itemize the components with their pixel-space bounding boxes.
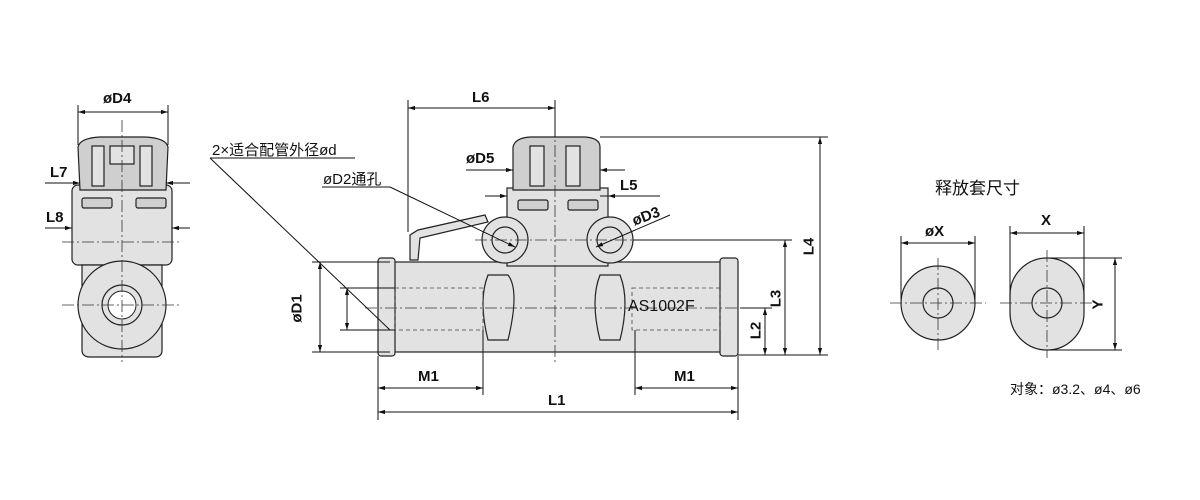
front-view [209,100,828,420]
l1-label: L1 [548,392,566,409]
m1-right-label: M1 [674,368,695,385]
y-label: Y [1089,299,1107,310]
m1-left-label: M1 [418,368,439,385]
l4-label: L4 [800,237,818,256]
side-view [45,105,190,362]
l7-label: L7 [50,164,68,181]
l8-label: L8 [46,209,64,226]
applicable-sizes-note: 对象：ø3.2、ø4、ø6 [1010,381,1141,397]
x-label: X [1041,212,1052,229]
d4-label: øD4 [103,90,132,107]
l2-label: L2 [747,321,765,340]
d1-label: øD1 [288,294,306,323]
model-marking: AS1002F [628,298,695,315]
release-sleeve-title: 释放套尺寸 [935,179,1020,198]
release-sleeve-views [890,226,1122,358]
d2-label: øD2通孔 [323,171,382,188]
d5-label: øD5 [466,150,495,167]
l3-label: L3 [767,289,785,308]
ox-label: øX [925,223,945,240]
tube-od-label: 2×适合配管外径ød [212,142,337,159]
l5-label: L5 [620,177,638,194]
l6-label: L6 [472,89,490,106]
